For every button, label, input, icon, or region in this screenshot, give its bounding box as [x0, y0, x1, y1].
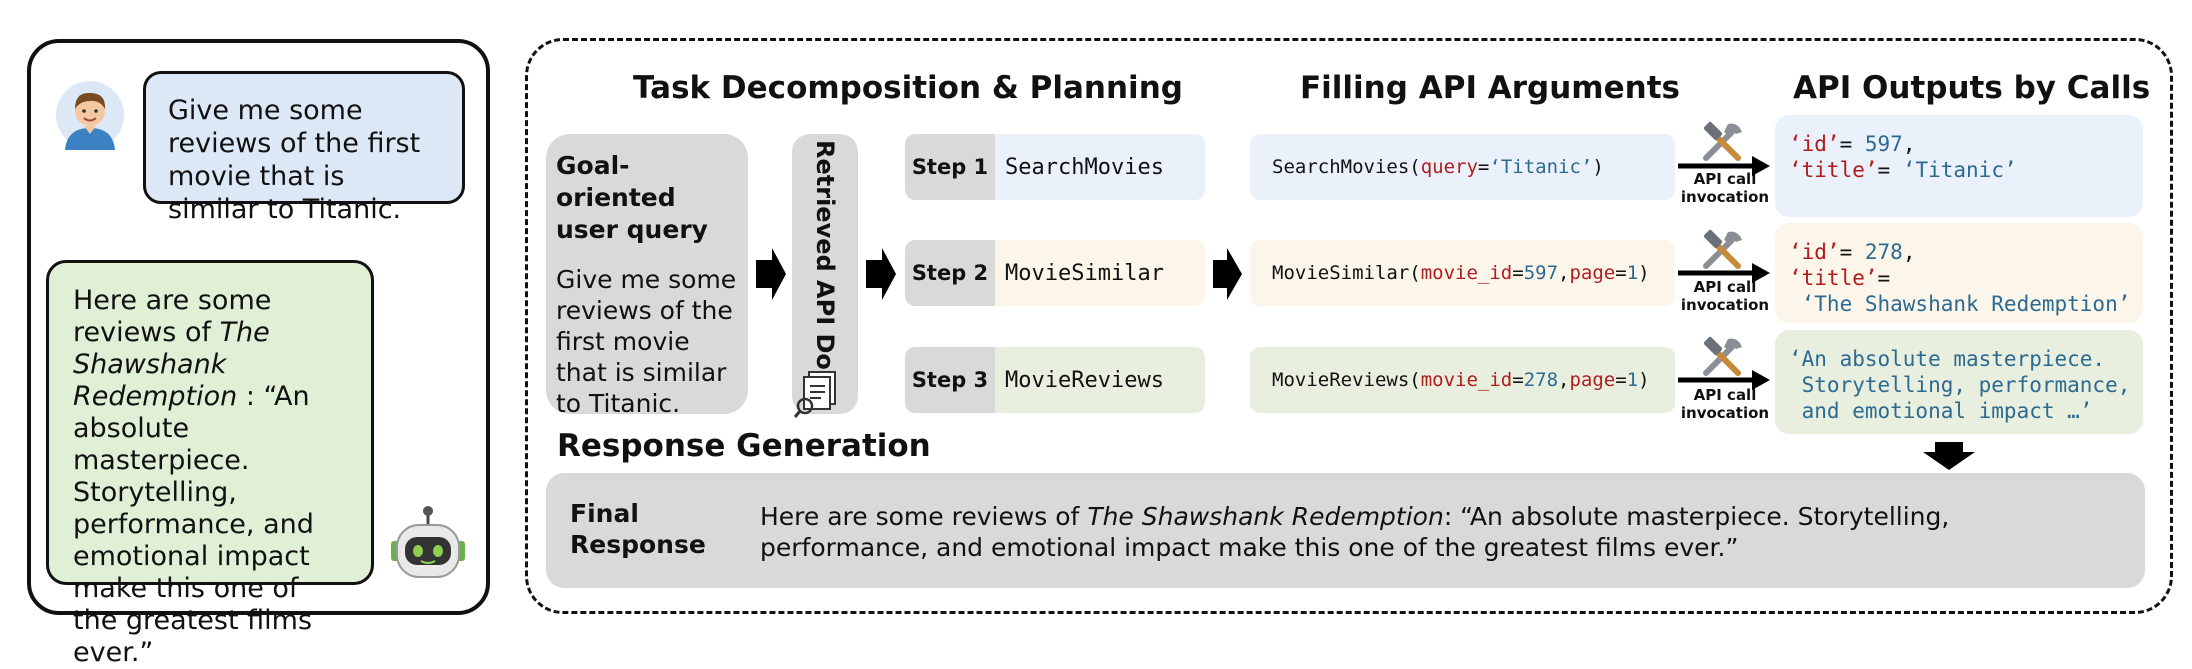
- call-arg-value: ‘Titanic’: [1489, 156, 1593, 178]
- arrow-call-2-to-output: [1678, 263, 1770, 283]
- final-response-prefix: Here are some reviews of: [760, 502, 1088, 531]
- output-equals: =: [1839, 240, 1865, 264]
- call-equals: =: [1512, 262, 1524, 284]
- bot-message-title: The Shawshank Redemption: [73, 317, 270, 412]
- output-comma: ,: [1902, 132, 1916, 156]
- call-close: ): [1638, 369, 1650, 391]
- call-arg-value: 1: [1626, 262, 1639, 284]
- output-key: ‘title’: [1789, 266, 1878, 290]
- output-equals: =: [1877, 158, 1903, 182]
- call-arg-name: movie_id: [1420, 262, 1513, 284]
- output-equals: =: [1877, 266, 1891, 290]
- final-response-text: Here are some reviews of The Shawshank R…: [760, 501, 2120, 563]
- output-value: ‘The Shawshank Redemption’: [1789, 292, 2131, 316]
- user-query-box: Goal-oriented user query Give me some re…: [546, 134, 748, 418]
- final-response-title: The Shawshank Redemption: [1087, 502, 1444, 531]
- output-comma: ,: [1902, 240, 1916, 264]
- bot-message-bubble: Here are some reviews of The Shawshank R…: [46, 260, 374, 668]
- step-api-name: MovieReviews: [995, 347, 1205, 413]
- invocation-label: API call invocation: [1680, 278, 1770, 314]
- call-equals: =: [1615, 369, 1627, 391]
- call-separator: ,: [1558, 369, 1570, 391]
- arrow-step2-to-call: [1213, 248, 1242, 300]
- api-docs-box: [792, 134, 858, 414]
- call-arg-name: query: [1420, 156, 1478, 178]
- output-value: 597: [1864, 132, 1903, 156]
- query-title: Goal-oriented user query: [556, 151, 708, 244]
- call-function: MovieSimilar(: [1272, 262, 1421, 284]
- call-arg-value: 1: [1626, 369, 1639, 391]
- output-key: ‘id’: [1789, 240, 1840, 264]
- call-arg-name: page: [1569, 262, 1616, 284]
- api-call-1: SearchMovies(query=‘Titanic’): [1250, 134, 1675, 200]
- arrow-call-1-to-output: [1678, 156, 1770, 176]
- call-arg-name: page: [1569, 369, 1616, 391]
- call-separator: ,: [1558, 262, 1570, 284]
- final-response-suffix: : “An absolute masterpiece. Storytelling…: [760, 502, 1950, 562]
- robot-icon: [383, 505, 473, 591]
- heading-response-generation: Response Generation: [557, 428, 931, 464]
- step-number: Step 1: [905, 134, 995, 200]
- arrow-docs-to-steps: [866, 248, 896, 300]
- api-output-2: ‘id’= 278, ‘title’= ‘The Shawshank Redem…: [1775, 223, 2143, 323]
- step-number: Step 3: [905, 347, 995, 413]
- output-value: 278: [1864, 240, 1903, 264]
- output-key: ‘title’: [1789, 158, 1878, 182]
- heading-task-decomposition: Task Decomposition & Planning: [633, 70, 1183, 106]
- step-number: Step 2: [905, 240, 995, 306]
- invocation-label: API call invocation: [1680, 386, 1770, 422]
- call-equals: =: [1615, 262, 1627, 284]
- api-call-2: MovieSimilar(movie_id=597, page=1): [1250, 240, 1675, 306]
- api-call-3: MovieReviews(movie_id=278, page=1): [1250, 347, 1675, 413]
- invocation-label: API call invocation: [1680, 170, 1770, 206]
- api-output-3: ‘An absolute masterpiece. Storytelling, …: [1775, 330, 2143, 434]
- step-1: Step 1 SearchMovies: [905, 134, 1205, 200]
- api-output-1: ‘id’= 597, ‘title’= ‘Titanic’: [1775, 115, 2143, 217]
- user-avatar-icon: [55, 80, 125, 150]
- arrow-output-to-final: [1923, 442, 1975, 470]
- arrow-call-3-to-output: [1678, 370, 1770, 390]
- arrows-overlay: [756, 156, 1975, 470]
- tools-icon: [1698, 118, 1746, 166]
- step-3: Step 3 MovieReviews: [905, 347, 1205, 413]
- step-api-name: MovieSimilar: [995, 240, 1205, 306]
- query-body: Give me some reviews of the first movie …: [556, 265, 737, 418]
- call-equals: =: [1512, 369, 1524, 391]
- call-close: ): [1592, 156, 1604, 178]
- step-api-name: SearchMovies: [995, 134, 1205, 200]
- tools-icon: [1698, 226, 1746, 274]
- arrow-query-to-docs: [756, 248, 786, 300]
- call-arg-name: movie_id: [1420, 369, 1513, 391]
- final-response-box: [546, 473, 2145, 588]
- call-arg-value: 597: [1523, 262, 1559, 284]
- step-2: Step 2 MovieSimilar: [905, 240, 1205, 306]
- call-function: MovieReviews(: [1272, 369, 1421, 391]
- document-search-icon: [793, 368, 845, 420]
- call-equals: =: [1477, 156, 1490, 178]
- final-response-label: Final Response: [570, 499, 706, 559]
- output-value: ‘Titanic’: [1902, 158, 2017, 182]
- bot-message-prefix: Here are some reviews of: [73, 285, 272, 348]
- call-close: ): [1638, 262, 1650, 284]
- user-message-bubble: Give me some reviews of the first movie …: [143, 71, 465, 225]
- output-equals: =: [1839, 132, 1865, 156]
- call-function: SearchMovies(: [1272, 156, 1421, 178]
- pipeline-panel: [525, 38, 2173, 614]
- heading-api-outputs: API Outputs by Calls: [1793, 70, 2151, 106]
- output-key: ‘id’: [1789, 132, 1840, 156]
- call-arg-value: 278: [1523, 369, 1559, 391]
- tools-icon: [1698, 333, 1746, 381]
- heading-filling-arguments: Filling API Arguments: [1300, 70, 1680, 106]
